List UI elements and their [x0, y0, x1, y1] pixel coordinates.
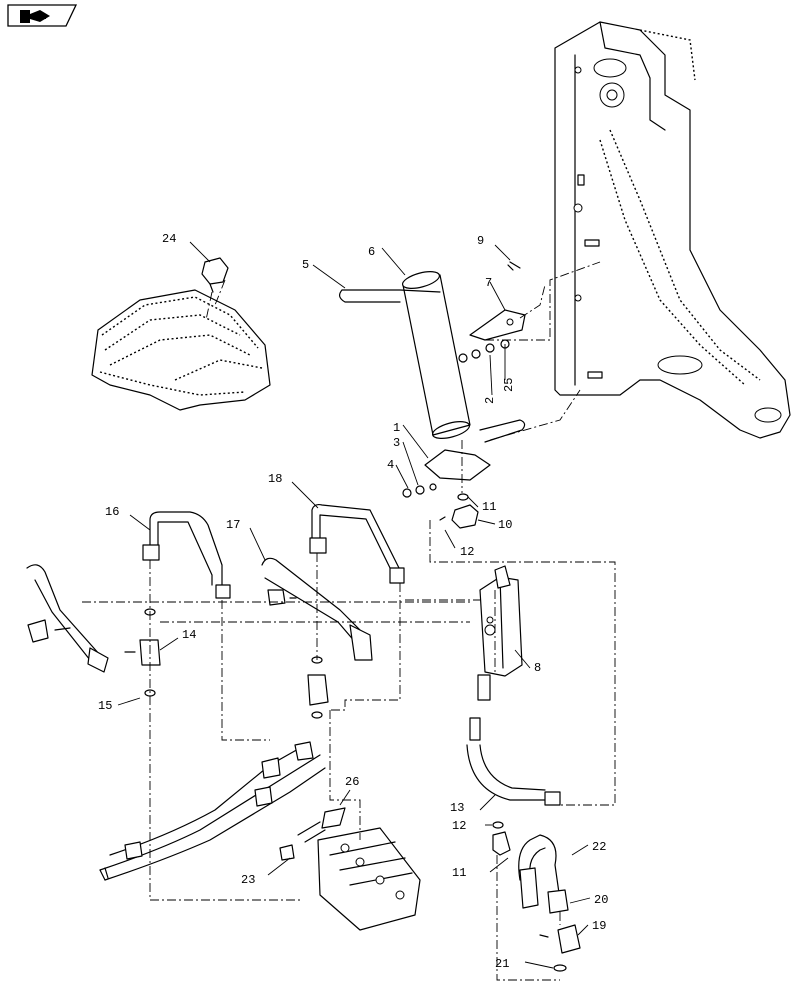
- hose-13: [466, 674, 561, 811]
- control-valve-assembly: [267, 789, 421, 931]
- hydraulic-lines-left: [99, 741, 326, 881]
- callout-14: 14: [182, 628, 196, 642]
- connection-lines: [82, 261, 616, 981]
- valve-block-8: [479, 565, 531, 677]
- callout-16: 16: [105, 505, 119, 519]
- callout-25: 25: [502, 378, 516, 392]
- fasteners-25-2: [458, 339, 510, 396]
- loader-arm: [554, 21, 791, 439]
- callout-21: 21: [495, 957, 509, 971]
- tube-18: [291, 481, 405, 584]
- callout-19: 19: [592, 919, 606, 933]
- fitting-stack-lower: [485, 821, 591, 972]
- callout-4: 4: [387, 458, 394, 472]
- hose-left: [26, 564, 109, 673]
- callout-23: 23: [241, 873, 255, 887]
- bracket-lower: [402, 419, 526, 481]
- bracket-upper: [469, 281, 526, 341]
- callout-13: 13: [450, 801, 464, 815]
- seat-switch: [189, 241, 229, 293]
- callout-12b: 12: [452, 819, 466, 833]
- callout-2: 2: [483, 397, 497, 404]
- callout-15: 15: [98, 699, 112, 713]
- callout-7: 7: [485, 276, 492, 290]
- callout-1: 1: [393, 421, 400, 435]
- fastener-9: [494, 244, 521, 271]
- page-back-arrow-icon[interactable]: [7, 4, 78, 27]
- callout-8: 8: [534, 661, 541, 675]
- callout-20: 20: [594, 893, 608, 907]
- callout-3: 3: [393, 436, 400, 450]
- tube-5: [312, 264, 441, 303]
- tube-16: [129, 511, 231, 599]
- screws-3-4: [395, 441, 437, 498]
- operator-seat: [91, 289, 271, 411]
- callout-11a: 11: [482, 500, 496, 514]
- callout-11b: 11: [452, 866, 466, 880]
- callout-24: 24: [162, 232, 176, 246]
- callout-9: 9: [477, 234, 484, 248]
- callout-22: 22: [592, 840, 606, 854]
- tee-fitting-14: [117, 608, 179, 706]
- callout-5: 5: [302, 258, 309, 272]
- callout-26: 26: [345, 775, 359, 789]
- callout-17: 17: [226, 518, 240, 532]
- callout-10: 10: [498, 518, 512, 532]
- elbow-fitting-10: [439, 493, 496, 549]
- tube-17: [249, 527, 373, 661]
- callout-6: 6: [368, 245, 375, 259]
- callout-18: 18: [268, 472, 282, 486]
- fitting-middle: [307, 656, 329, 719]
- accumulator-cylinder: [381, 247, 471, 439]
- callout-12a: 12: [460, 545, 474, 559]
- callout-labels: 1 2 3 4 5 6 7 8 9 10 11 11 12 12 13 14 1…: [98, 232, 608, 971]
